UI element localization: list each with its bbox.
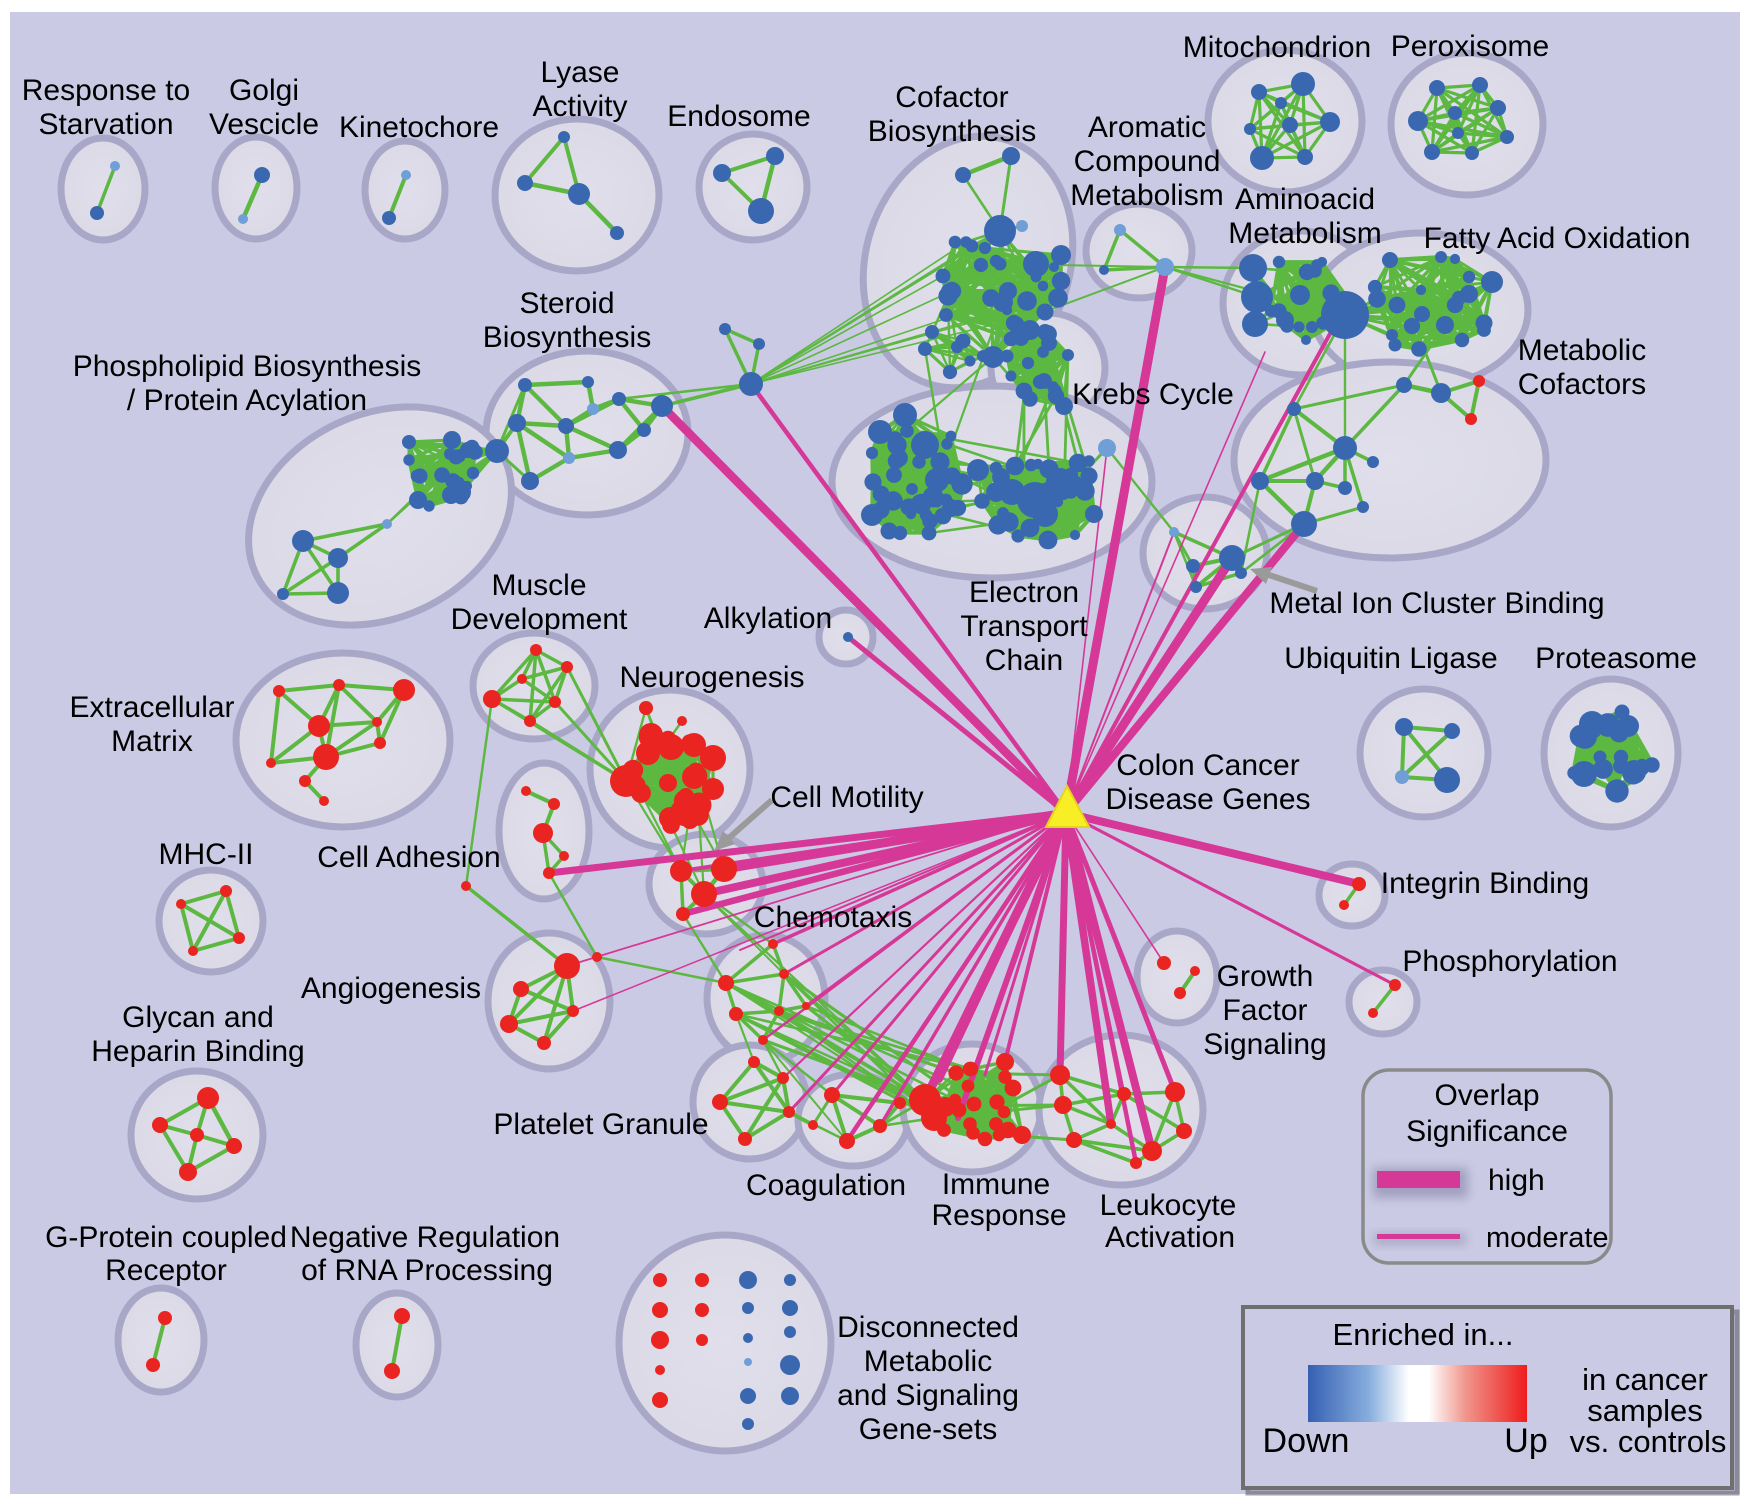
svg-text:Steroid: Steroid [519,287,614,320]
svg-text:Fatty Acid Oxidation: Fatty Acid Oxidation [1424,222,1691,255]
svg-text:Peroxisome: Peroxisome [1391,30,1549,63]
svg-text:Significance: Significance [1406,1115,1568,1148]
svg-text:Transport: Transport [960,610,1088,643]
svg-text:high: high [1488,1164,1545,1197]
svg-text:Metabolic: Metabolic [1518,334,1646,367]
svg-text:Response to: Response to [22,74,190,107]
svg-text:Kinetochore: Kinetochore [339,111,499,144]
svg-text:Heparin Binding: Heparin Binding [91,1035,304,1068]
svg-text:Electron: Electron [969,576,1079,609]
svg-text:Metabolism: Metabolism [1070,179,1223,212]
svg-text:Golgi: Golgi [229,74,299,107]
svg-text:MHC-II: MHC-II [159,838,254,871]
svg-text:Proteasome: Proteasome [1535,642,1697,675]
svg-text:Chemotaxis: Chemotaxis [754,901,912,934]
svg-text:Enriched in...: Enriched in... [1333,1317,1514,1352]
svg-text:Phosphorylation: Phosphorylation [1402,945,1617,978]
svg-text:Metabolic: Metabolic [864,1345,992,1378]
svg-text:Down: Down [1263,1422,1350,1460]
svg-text:Biosynthesis: Biosynthesis [868,115,1036,148]
svg-text:of RNA Processing: of RNA Processing [301,1254,553,1287]
svg-text:Leukocyte: Leukocyte [1100,1189,1237,1222]
svg-text:Gene-sets: Gene-sets [859,1413,997,1446]
svg-text:Glycan and: Glycan and [122,1001,274,1034]
svg-text:Disease Genes: Disease Genes [1105,783,1310,816]
svg-text:Matrix: Matrix [111,725,193,758]
svg-text:Coagulation: Coagulation [746,1169,906,1202]
svg-text:Immune: Immune [942,1168,1050,1201]
svg-text:moderate: moderate [1486,1222,1609,1254]
svg-text:Receptor: Receptor [105,1254,227,1287]
svg-text:Cofactor: Cofactor [895,81,1008,114]
svg-text:/ Protein Acylation: / Protein Acylation [127,384,367,417]
svg-text:Metal Ion Cluster Binding: Metal Ion Cluster Binding [1269,587,1604,620]
svg-text:Overlap: Overlap [1434,1079,1539,1112]
svg-text:Negative Regulation: Negative Regulation [290,1221,560,1254]
svg-text:Platelet Granule: Platelet Granule [493,1108,708,1141]
svg-text:Aminoacid: Aminoacid [1235,183,1375,216]
svg-text:and Signaling: and Signaling [837,1379,1019,1412]
svg-text:Extracellular: Extracellular [69,691,234,724]
svg-text:Krebs Cycle: Krebs Cycle [1072,378,1234,411]
svg-text:Neurogenesis: Neurogenesis [619,661,804,694]
svg-text:Phospholipid Biosynthesis: Phospholipid Biosynthesis [73,350,422,383]
svg-text:Cell Adhesion: Cell Adhesion [317,841,500,874]
svg-text:Cell Motility: Cell Motility [770,781,923,814]
svg-text:Starvation: Starvation [38,108,173,141]
svg-text:G-Protein coupled: G-Protein coupled [45,1221,287,1254]
svg-text:Lyase: Lyase [541,56,620,89]
svg-text:Signaling: Signaling [1203,1028,1326,1061]
svg-text:Compound: Compound [1074,145,1221,178]
svg-text:Vescicle: Vescicle [209,108,319,141]
svg-text:Response: Response [931,1199,1066,1232]
svg-text:Ubiquitin Ligase: Ubiquitin Ligase [1284,642,1497,675]
svg-text:Angiogenesis: Angiogenesis [301,972,481,1005]
svg-text:Factor: Factor [1222,994,1307,1027]
svg-text:Metabolism: Metabolism [1228,217,1381,250]
svg-text:Disconnected: Disconnected [837,1311,1019,1344]
svg-text:Chain: Chain [985,644,1063,677]
svg-text:samples: samples [1587,1393,1702,1428]
svg-text:Growth: Growth [1217,960,1314,993]
svg-text:Cofactors: Cofactors [1518,368,1646,401]
svg-text:Colon Cancer: Colon Cancer [1116,749,1299,782]
svg-text:Endosome: Endosome [667,100,810,133]
svg-text:Up: Up [1504,1422,1547,1460]
svg-text:vs. controls: vs. controls [1570,1424,1727,1459]
svg-text:Activation: Activation [1105,1221,1235,1254]
svg-text:Activity: Activity [532,90,627,123]
svg-text:Aromatic: Aromatic [1088,111,1206,144]
svg-text:Alkylation: Alkylation [704,602,832,635]
svg-text:Mitochondrion: Mitochondrion [1183,31,1371,64]
svg-text:Integrin Binding: Integrin Binding [1381,867,1589,900]
svg-text:in cancer: in cancer [1582,1362,1708,1397]
svg-text:Development: Development [451,603,628,636]
svg-text:Biosynthesis: Biosynthesis [483,321,651,354]
svg-text:Muscle: Muscle [491,569,586,602]
